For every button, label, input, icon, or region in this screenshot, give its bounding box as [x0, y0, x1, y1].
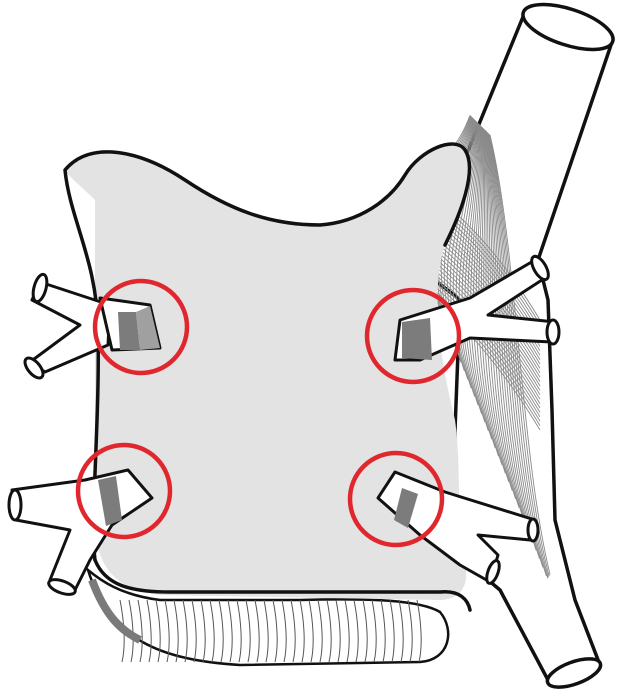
- anatomical-diagram: [0, 0, 623, 698]
